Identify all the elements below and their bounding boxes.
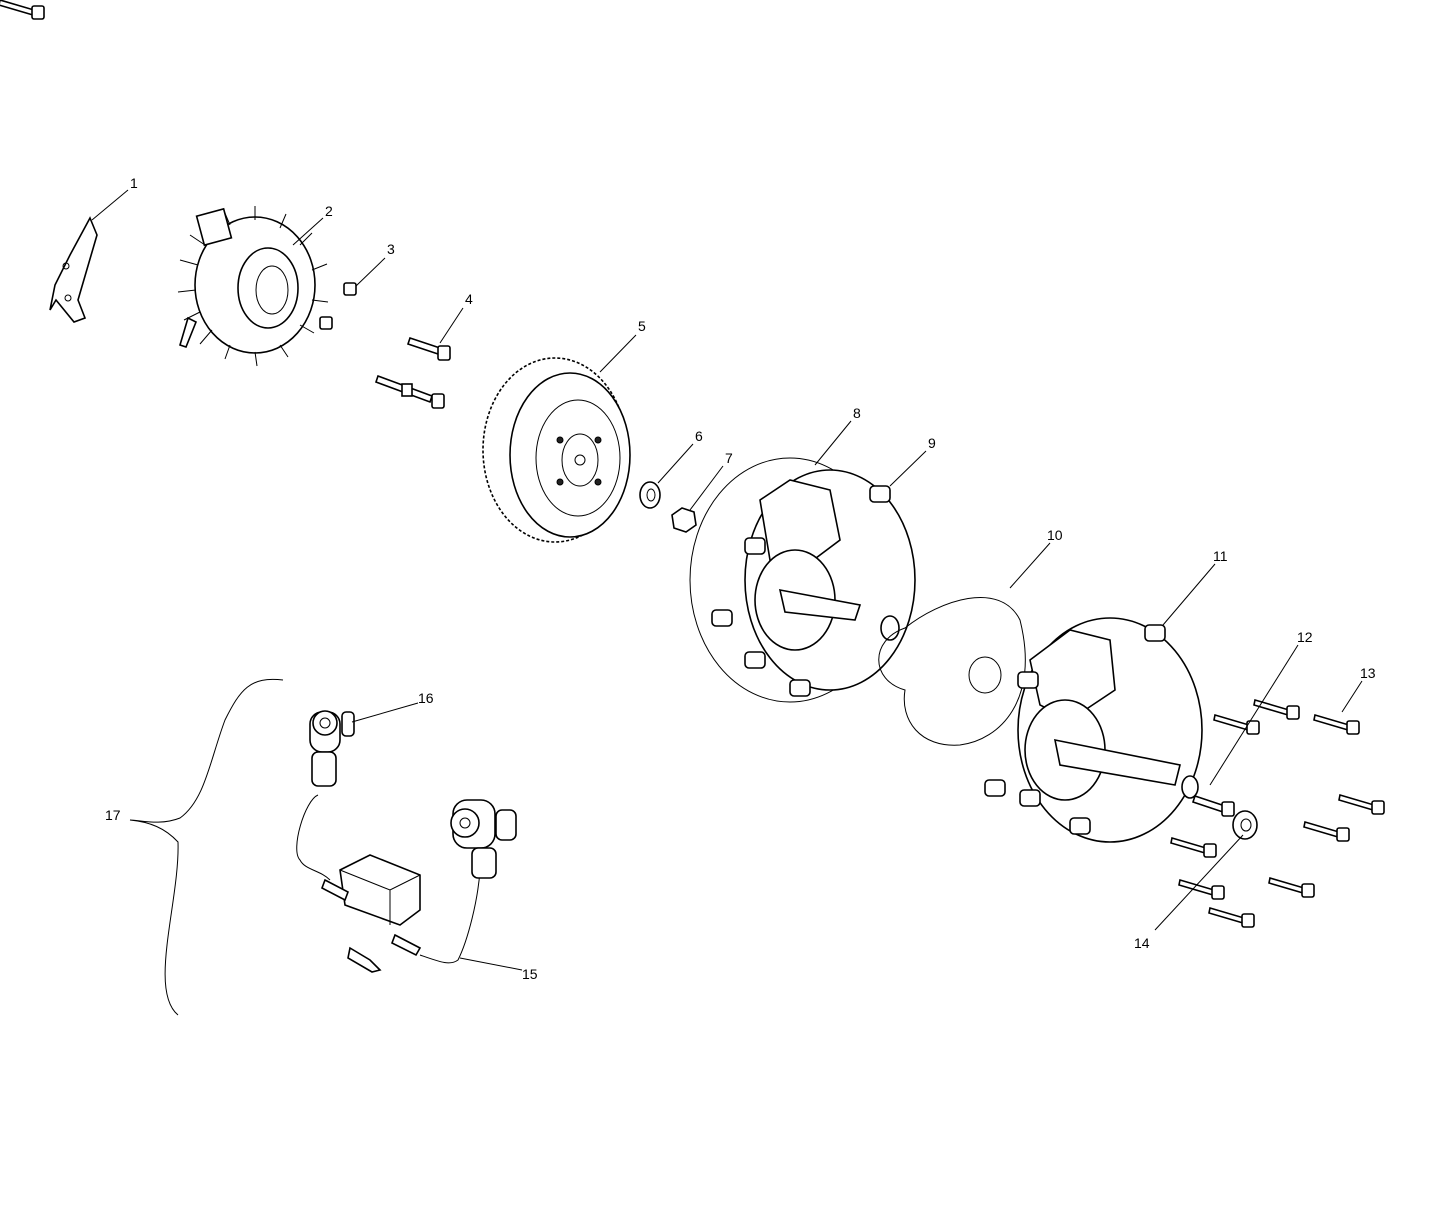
part-3-screws xyxy=(319,282,357,330)
callout-10: 10 xyxy=(1047,527,1063,543)
callout-13: 13 xyxy=(1360,665,1376,681)
callout-2: 2 xyxy=(325,203,333,219)
part-17-brace xyxy=(129,678,284,1016)
callout-14: 14 xyxy=(1134,935,1150,951)
part-16-spark-plug-caps xyxy=(309,710,517,879)
callout-11: 11 xyxy=(1213,548,1228,564)
callout-4: 4 xyxy=(465,291,473,307)
part-15-ignition-coil xyxy=(296,794,481,973)
part-5-flywheel xyxy=(482,357,631,543)
callout-8: 8 xyxy=(853,405,861,421)
part-14-grommet xyxy=(1232,810,1258,840)
part-6-washer xyxy=(639,481,661,509)
callout-3: 3 xyxy=(387,241,395,257)
callout-labels: 1 2 3 4 5 6 7 8 9 10 11 12 13 14 15 16 1… xyxy=(105,175,1376,982)
callout-5: 5 xyxy=(638,318,646,334)
callout-16: 16 xyxy=(418,690,434,706)
part-8-cover xyxy=(689,457,916,703)
leader-lines xyxy=(91,189,1363,971)
part-12-washer-bolt xyxy=(1191,794,1235,817)
callout-1: 1 xyxy=(130,175,138,191)
callout-6: 6 xyxy=(695,428,703,444)
callout-17: 17 xyxy=(105,807,121,823)
part-7-nut xyxy=(671,507,697,533)
callout-15: 15 xyxy=(522,966,538,982)
callout-7: 7 xyxy=(725,450,733,466)
callout-12: 12 xyxy=(1297,629,1313,645)
part-2-stator xyxy=(177,206,329,367)
callout-9: 9 xyxy=(928,435,936,451)
part-4-bolts xyxy=(374,336,451,409)
part-11-cover xyxy=(984,617,1203,843)
part-13-bolts xyxy=(0,0,1385,928)
part-1-bracket xyxy=(49,216,98,323)
part-10-gasket xyxy=(878,597,1026,746)
